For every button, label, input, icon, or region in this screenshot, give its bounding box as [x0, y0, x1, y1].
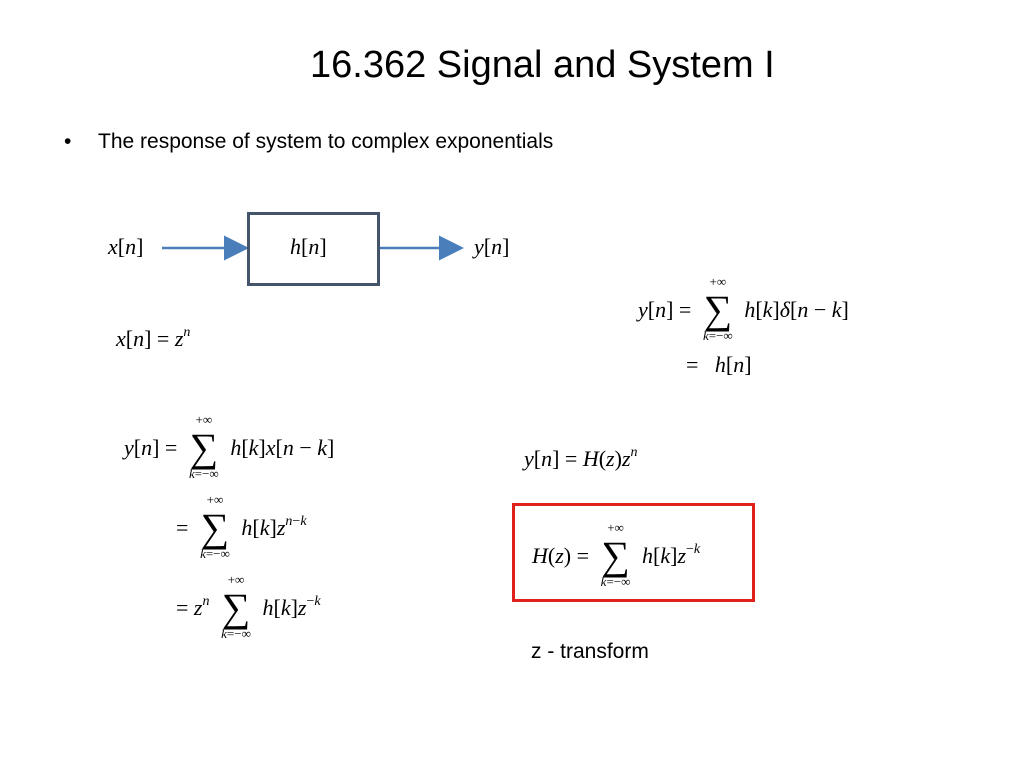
input-definition-equation: x[n] = zn: [116, 325, 191, 352]
summation-symbol: +∞∑k=−∞: [221, 572, 251, 641]
derivation-line-1: y[n] = +∞∑k=−∞ h[k]x[n − k]: [124, 412, 335, 481]
system-label: h[n]: [290, 234, 327, 259]
input-signal-label: x[n]: [108, 234, 144, 259]
transfer-function-highlight-box: [512, 503, 755, 602]
summation-symbol: +∞∑k=−∞: [188, 412, 219, 481]
slide-title: 16.362 Signal and System I: [310, 44, 775, 86]
output-signal-label: y[n]: [474, 234, 510, 259]
bullet-text: The response of system to complex expone…: [98, 130, 554, 153]
summation-symbol: +∞∑k=−∞: [600, 520, 631, 589]
summation-symbol: +∞∑k=−∞: [702, 274, 733, 343]
impulse-convolution-equation: y[n] = +∞∑k=−∞ h[k]δ[n − k]: [638, 274, 849, 343]
summation-symbol: +∞∑k=−∞: [200, 492, 230, 561]
z-transform-caption: z - transform: [531, 640, 649, 663]
system-box: [247, 212, 380, 286]
result-equation: y[n] = H(z)zn: [524, 445, 638, 472]
derivation-line-2: = +∞∑k=−∞ h[k]zn−k: [176, 492, 307, 561]
impulse-result-equation: = h[n]: [686, 352, 752, 377]
bullet-marker: •: [64, 130, 72, 153]
derivation-line-3: = zn +∞∑k=−∞ h[k]z−k: [176, 572, 321, 641]
transfer-function-equation: H(z) = +∞∑k=−∞ h[k]z−k: [532, 520, 701, 589]
bullet-item: • The response of system to complex expon…: [64, 130, 553, 154]
